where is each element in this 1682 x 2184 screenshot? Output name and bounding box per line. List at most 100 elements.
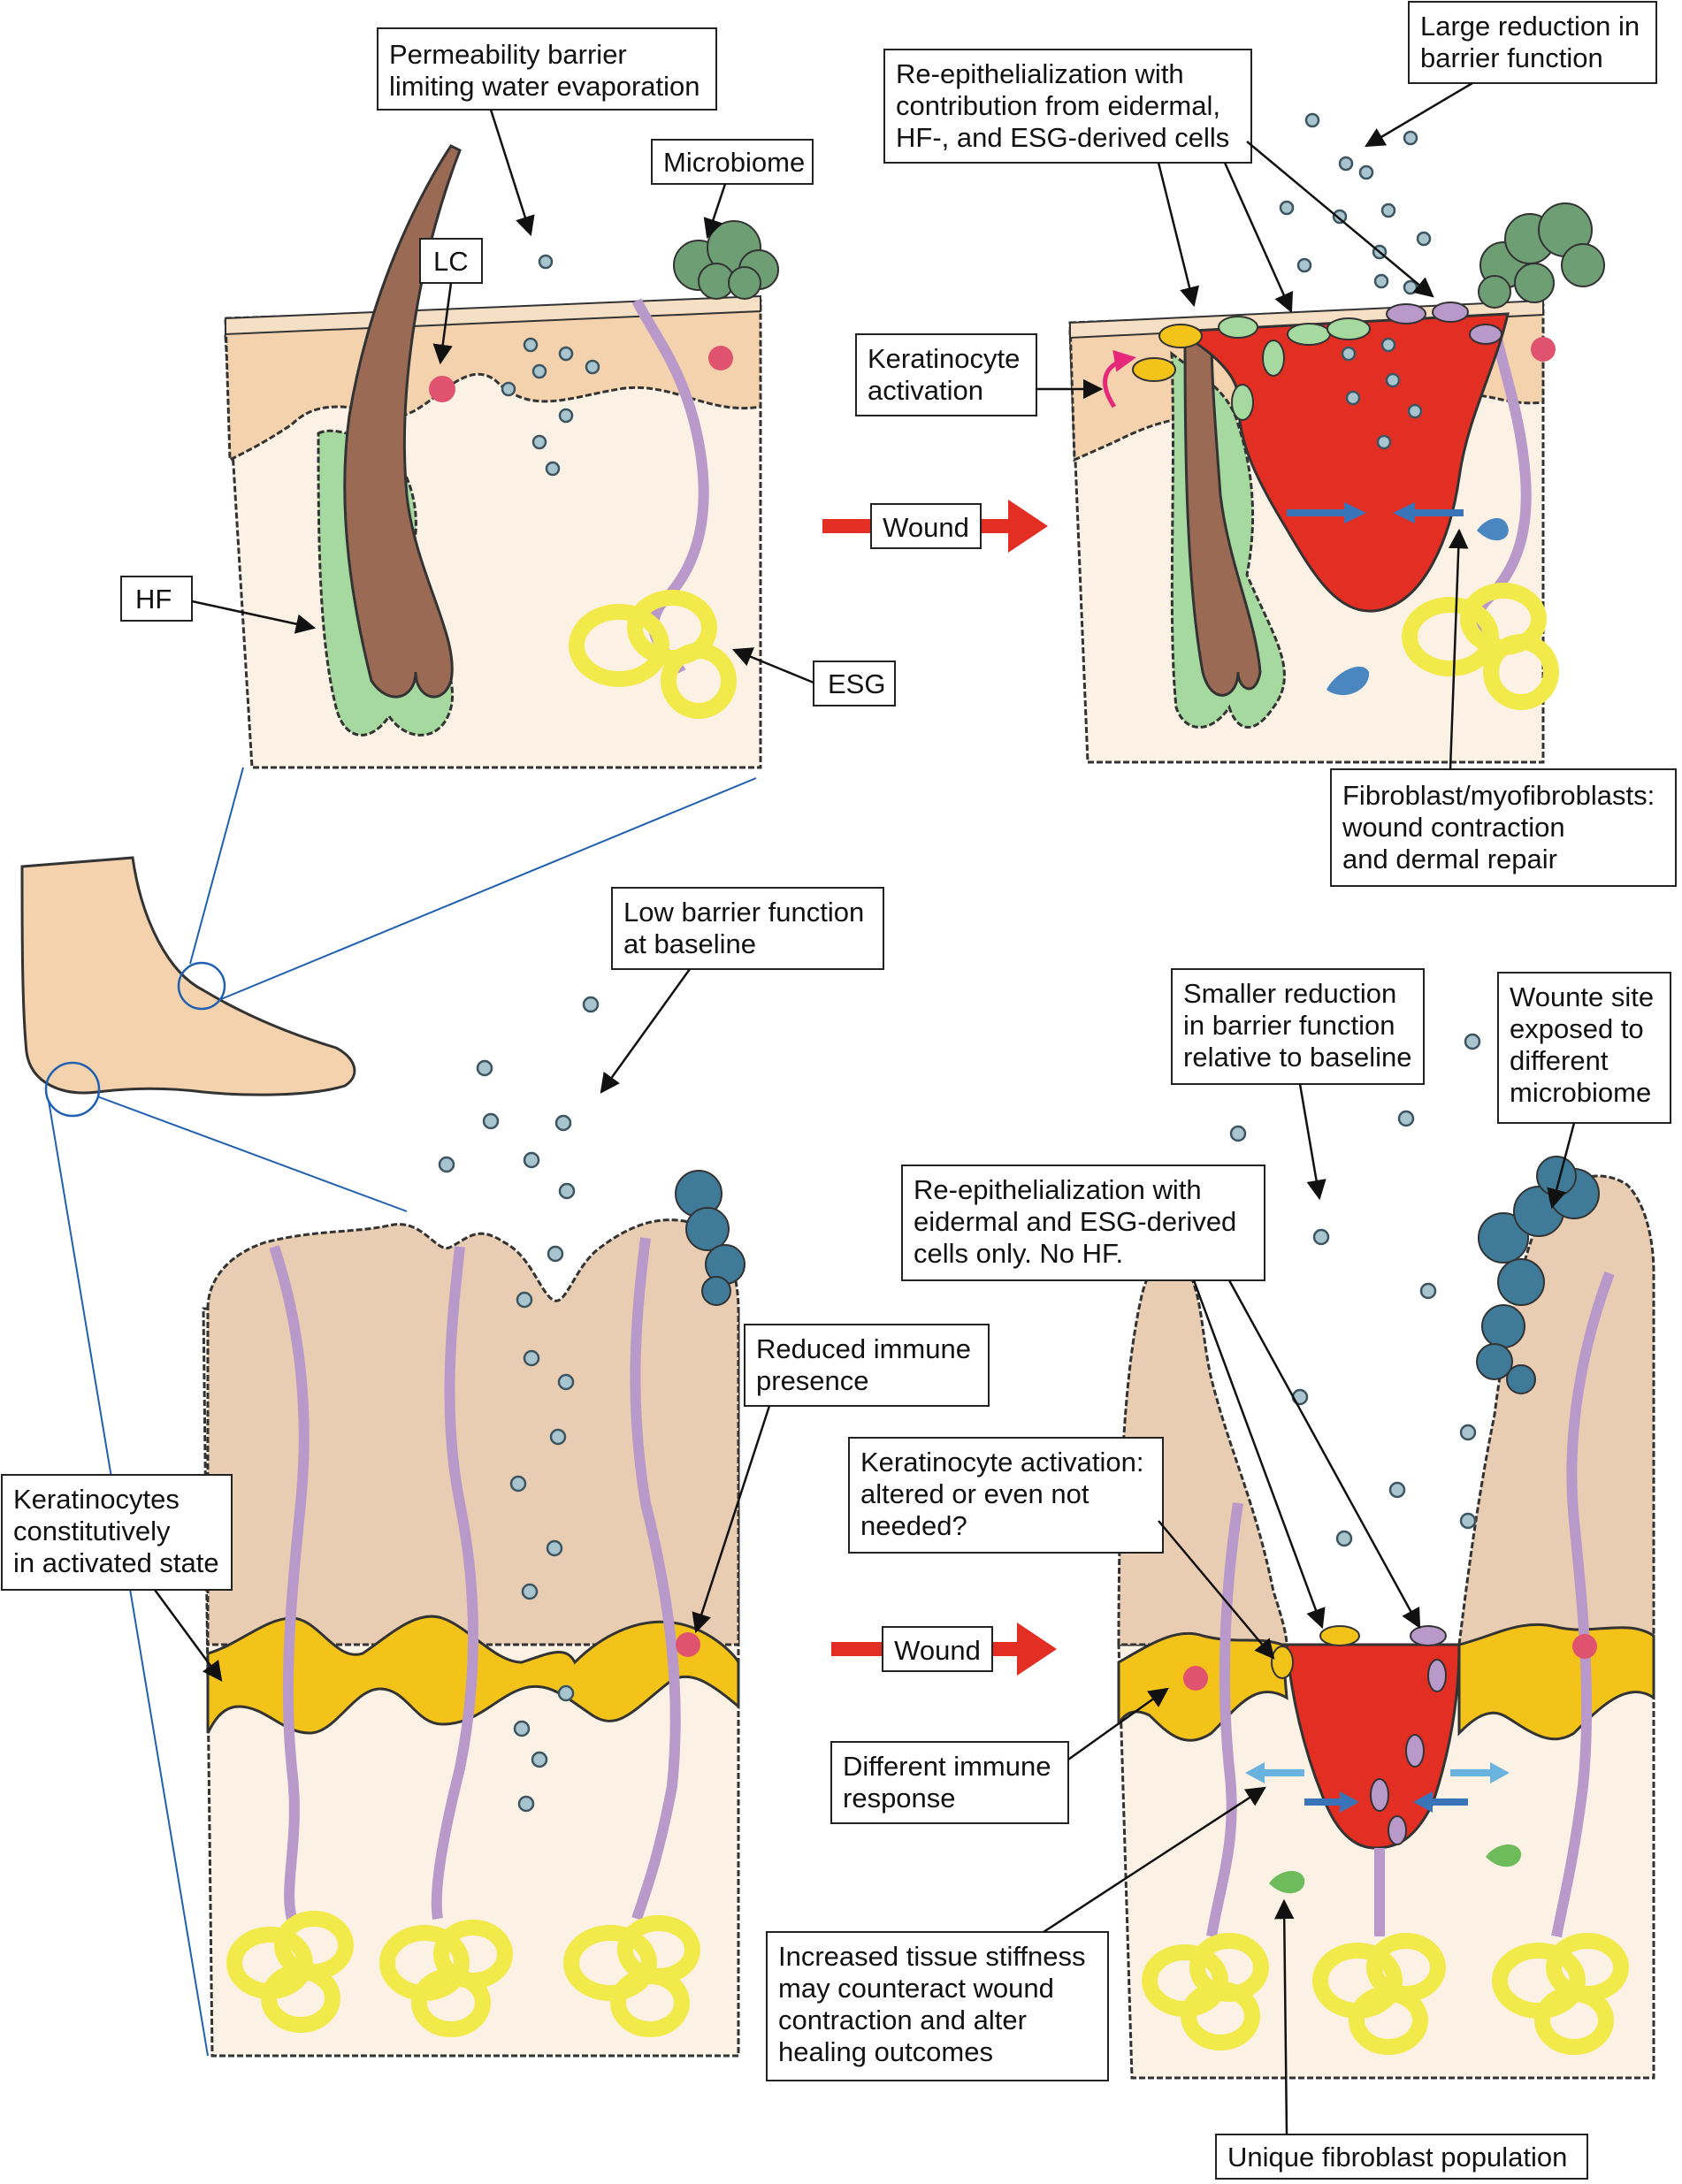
- water-droplets: [501, 254, 600, 477]
- wound-arrow-top: Wound: [822, 500, 1048, 553]
- fibroblast: [1326, 666, 1370, 696]
- label-unique-fibroblast: Unique fibroblast population: [1215, 2134, 1588, 2180]
- microbiome-cluster: [673, 220, 779, 300]
- label-low-barrier: Low barrier function at baseline: [611, 887, 884, 970]
- panel-wounded-sole: [1117, 1033, 1655, 2080]
- sweat-gland: [1492, 1933, 1629, 2055]
- label-large-reduction: Large reduction in barrier function: [1408, 1, 1657, 84]
- dorsal-skin-callout: [177, 961, 226, 1011]
- sweat-gland: [569, 590, 737, 719]
- sweat-duct: [1206, 1502, 1243, 1937]
- svg-text:barrier function: barrier function: [1420, 42, 1603, 73]
- svg-text:Low barrier function: Low barrier function: [623, 897, 864, 928]
- sweat-duct: [431, 1246, 478, 1920]
- cornified-layer: [225, 294, 761, 336]
- sweat-gland: [1142, 1933, 1269, 2050]
- svg-text:ESG: ESG: [828, 668, 885, 699]
- svg-text:needed?: needed?: [860, 1510, 967, 1541]
- svg-text:and dermal repair: and dermal repair: [1342, 844, 1557, 874]
- contraction-arrows: [1245, 1762, 1510, 1813]
- water-droplets: [1229, 1033, 1481, 1547]
- svg-text:relative to baseline: relative to baseline: [1183, 1042, 1412, 1073]
- wound-label: Wound: [894, 1635, 981, 1666]
- migrating-epithelial-cells: [1271, 1625, 1447, 1845]
- water-droplets: [438, 996, 600, 1813]
- microbiome-cluster: [1476, 1156, 1600, 1394]
- svg-text:Microbiome: Microbiome: [663, 147, 805, 178]
- panel-normal-skin: [224, 144, 779, 769]
- fibroblast: [1477, 517, 1509, 541]
- foot: [20, 856, 356, 1096]
- svg-text:limiting water evaporation: limiting water evaporation: [389, 71, 700, 102]
- sweat-duct: [269, 1245, 310, 1921]
- label-keratinocytes-activated: Keratinocytes constitutively in activate…: [1, 1474, 233, 1591]
- svg-text:different: different: [1510, 1045, 1609, 1076]
- langerhans-cell: [1531, 337, 1556, 362]
- svg-text:HF-, and ESG-derived cells: HF-, and ESG-derived cells: [896, 122, 1229, 153]
- cornified-layer: [1457, 1623, 1655, 1741]
- wound-label: Wound: [883, 512, 969, 543]
- sweat-duct: [630, 1237, 681, 1921]
- svg-text:at baseline: at baseline: [623, 928, 756, 959]
- svg-text:contribution from eidermal,: contribution from eidermal,: [896, 90, 1220, 121]
- svg-text:cells only. No HF.: cells only. No HF.: [914, 1238, 1123, 1269]
- sweat-gland: [379, 1920, 513, 2037]
- label-tissue-stiffness: Increased tissue stiffness may counterac…: [766, 1931, 1109, 2081]
- svg-text:Re-epithelialization with: Re-epithelialization with: [896, 58, 1184, 89]
- svg-text:may counteract wound: may counteract wound: [778, 1973, 1054, 2004]
- fibroblast: [1269, 1870, 1305, 1894]
- svg-text:activation: activation: [868, 375, 983, 406]
- svg-text:constitutively: constitutively: [13, 1516, 171, 1546]
- label-keratinocyte-altered: Keratinocyte activation: altered or even…: [848, 1437, 1164, 1554]
- label-re-epithelialization: Re-epithelialization with contribution f…: [883, 49, 1252, 164]
- sole-skin-callout: [44, 1061, 101, 1118]
- label-different-immune: Different immune response: [830, 1741, 1069, 1824]
- langerhans-cell: [708, 346, 733, 370]
- svg-text:Fibroblast/myofibroblasts:: Fibroblast/myofibroblasts:: [1342, 780, 1655, 811]
- label-microbiome: Microbiome: [651, 139, 814, 185]
- sweat-gland: [1402, 583, 1559, 710]
- svg-text:Keratinocyte activation:: Keratinocyte activation:: [860, 1447, 1144, 1478]
- label-wound-site-microbiome: Wounte site exposed to different microbi…: [1497, 972, 1671, 1124]
- svg-text:in activated state: in activated state: [13, 1547, 219, 1578]
- sweat-gland: [563, 1915, 700, 2037]
- panel-sole-skin: [202, 996, 745, 2058]
- svg-text:Different immune: Different immune: [843, 1751, 1051, 1782]
- svg-text:Keratinocytes: Keratinocytes: [13, 1484, 180, 1515]
- foot-illustration: [20, 767, 757, 2057]
- wound-arrow-bottom: Wound: [831, 1623, 1057, 1676]
- svg-text:Re-epithelialization with: Re-epithelialization with: [914, 1174, 1202, 1205]
- svg-text:Increased tissue stiffness: Increased tissue stiffness: [778, 1941, 1086, 1972]
- label-smaller-reduction: Smaller reduction in barrier function re…: [1171, 968, 1425, 1085]
- migrating-epithelial-cells: [1132, 302, 1502, 421]
- svg-text:Large reduction in: Large reduction in: [1420, 11, 1640, 42]
- label-hf: HF: [120, 576, 193, 622]
- immune-cell: [1183, 1666, 1208, 1691]
- fibroblast: [1486, 1844, 1522, 1867]
- microbiome-cluster: [675, 1170, 745, 1306]
- immune-cell: [676, 1632, 700, 1657]
- label-esg: ESG: [813, 661, 896, 706]
- svg-text:microbiome: microbiome: [1510, 1077, 1651, 1108]
- svg-text:presence: presence: [756, 1365, 869, 1396]
- svg-text:contraction and alter: contraction and alter: [778, 2005, 1027, 2035]
- langerhans-cell: [429, 376, 455, 402]
- hair-shaft: [343, 144, 462, 699]
- label-permeability-barrier: Permeability barrier limiting water evap…: [377, 27, 717, 111]
- label-re-epithelialization-no-hf: Re-epithelialization with eidermal and E…: [901, 1165, 1265, 1281]
- label-fibroblast: Fibroblast/myofibroblasts: wound contrac…: [1330, 768, 1677, 887]
- label-lc: LC: [419, 238, 483, 284]
- panel-wounded-skin: [1068, 112, 1605, 764]
- svg-text:Permeability barrier: Permeability barrier: [389, 39, 627, 70]
- label-keratinocyte-activation: Keratinocyte activation: [855, 333, 1037, 416]
- svg-text:healing outcomes: healing outcomes: [778, 2036, 993, 2067]
- svg-text:exposed to: exposed to: [1510, 1013, 1644, 1044]
- label-reduced-immune: Reduced immune presence: [744, 1324, 990, 1407]
- svg-text:HF: HF: [135, 584, 172, 615]
- svg-text:Keratinocyte: Keratinocyte: [868, 343, 1020, 374]
- microbiome-cluster: [1478, 202, 1605, 309]
- svg-text:Reduced immune: Reduced immune: [756, 1333, 971, 1364]
- sweat-duct: [1551, 1271, 1615, 1938]
- svg-text:Smaller reduction: Smaller reduction: [1183, 978, 1396, 1009]
